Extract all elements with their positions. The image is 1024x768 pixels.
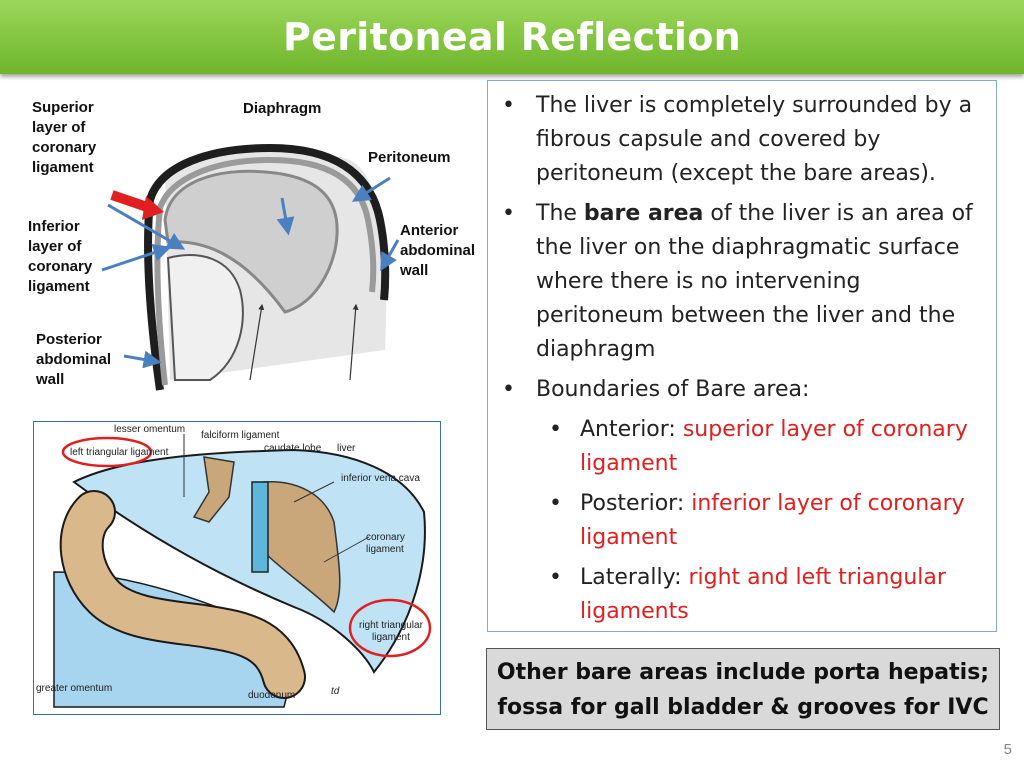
title-bar: Peritoneal Reflection	[0, 0, 1024, 74]
peritoneal-cross-section-diagram: Superior layer of coronary ligament Diap…	[0, 80, 490, 410]
label-liver: liver	[337, 443, 356, 454]
label-caudate: caudate lobe	[264, 443, 322, 454]
label-right-triangular: right triangular ligament	[359, 620, 423, 643]
signature-mark: td	[331, 686, 340, 697]
label-anterior-wall: Anterior abdominal wall	[400, 222, 476, 279]
label-duodenum: duodenum	[248, 690, 296, 701]
sub-bullet-posterior: Posterior: inferior layer of coronary li…	[494, 487, 990, 555]
label-left-triangular: left triangular ligament	[70, 447, 169, 458]
label-peritoneum: Peritoneum	[368, 149, 451, 166]
other-bare-areas-note: Other bare areas include porta hepatis; …	[486, 648, 1000, 730]
bullet-boundaries: Boundaries of Bare area:	[494, 373, 990, 407]
page-number: 5	[1003, 741, 1012, 758]
liver-illustration	[53, 434, 432, 708]
sub-bullet-anterior: Anterior: superior layer of coronary lig…	[494, 413, 990, 481]
label-posterior-wall: Posterior abdominal wall	[36, 331, 112, 388]
label-ivc: inferior vena cava	[341, 473, 420, 484]
label-greater-omentum: greater omentum	[36, 683, 113, 694]
label-diaphragm: Diaphragm	[243, 100, 322, 117]
label-lesser-omentum: lesser omentum	[114, 424, 186, 435]
label-inferior-coronary: Inferior layer of coronary ligament	[28, 218, 93, 295]
label-falciform: falciform ligament	[201, 430, 280, 441]
slide-title: Peritoneal Reflection	[283, 15, 741, 59]
bullet-liver-capsule: The liver is completely surrounded by a …	[494, 89, 990, 191]
label-coronary: coronary ligament	[366, 532, 405, 555]
sub-bullet-laterally: Laterally: right and left triangular lig…	[494, 561, 990, 629]
bullet-text-box: The liver is completely surrounded by a …	[487, 80, 997, 632]
liver-ligaments-diagram: lesser omentum falciform ligament caudat…	[33, 421, 441, 715]
cross-section-illustration	[101, 143, 400, 391]
label-superior-coronary: Superior layer of coronary ligament	[32, 99, 97, 176]
bullet-bare-area-definition: The bare area of the liver is an area of…	[494, 197, 990, 367]
